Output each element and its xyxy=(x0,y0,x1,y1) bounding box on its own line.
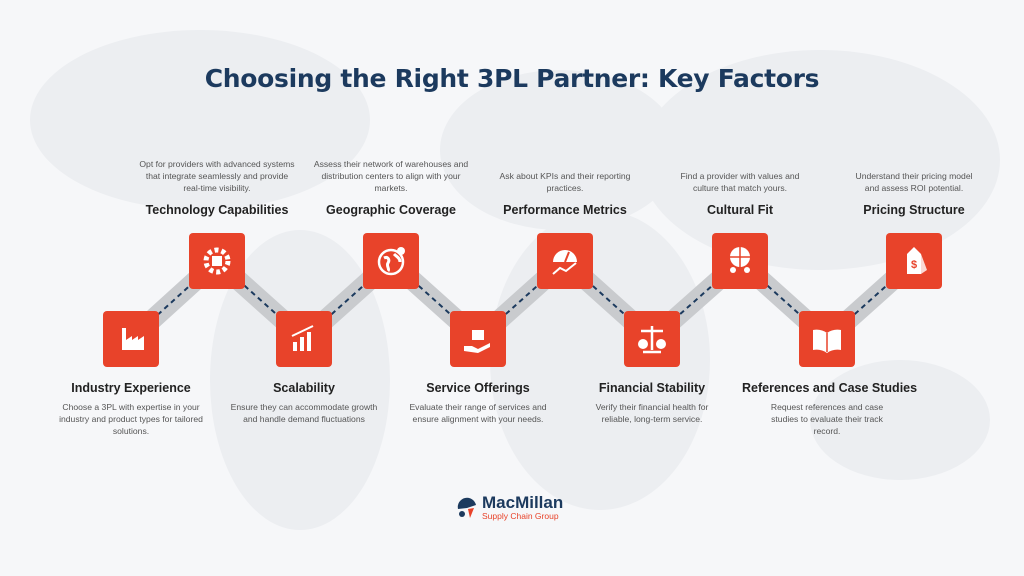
factor-description: Choose a 3PL with expertise in your indu… xyxy=(59,402,203,436)
factor-title: Financial Stability xyxy=(598,381,706,395)
factor-icon-box xyxy=(537,233,593,289)
puzzle-people-icon xyxy=(730,247,750,273)
factor-description: Ensure they can accommodate growth and h… xyxy=(230,402,378,424)
factor-description: Evaluate their range of services and ens… xyxy=(409,402,547,424)
hand-box-icon xyxy=(464,330,490,353)
open-book-icon xyxy=(813,329,841,353)
factor-icon-box xyxy=(276,311,332,367)
factor-title: References and Case Studies xyxy=(742,381,918,395)
logo-mark-icon xyxy=(457,497,476,518)
growth-chart-icon xyxy=(291,325,314,351)
factor-description: Assess their network of warehouses and d… xyxy=(313,159,469,193)
factor-icon-box xyxy=(363,233,419,289)
factor-icon-box xyxy=(712,233,768,289)
factor-description: Request references and case studies to e… xyxy=(770,402,884,436)
factor-title: Pricing Structure xyxy=(863,203,965,217)
factor-icon-box: $ xyxy=(886,233,942,289)
factor-title: Performance Metrics xyxy=(503,203,627,217)
factor-icon-box xyxy=(799,311,855,367)
logo-name: MacMillan xyxy=(482,493,564,512)
factor-title: Scalability xyxy=(273,381,335,395)
logo-tagline: Supply Chain Group xyxy=(482,511,559,521)
factor-description: Ask about KPIs and their reporting pract… xyxy=(499,171,631,193)
factor-icon-box xyxy=(103,311,159,367)
factor-title: Industry Experience xyxy=(71,381,191,395)
factor-icon-box xyxy=(450,311,506,367)
gauge-icon xyxy=(552,250,577,275)
balance-scale-icon xyxy=(638,326,666,354)
svg-text:$: $ xyxy=(911,259,917,271)
factor-title: Cultural Fit xyxy=(707,203,773,217)
factor-description: Find a provider with values and culture … xyxy=(680,171,800,193)
factor-title: Technology Capabilities xyxy=(145,203,289,217)
factor-icon-box xyxy=(624,311,680,367)
gear-chip-icon xyxy=(203,247,231,275)
factor-description: Verify their financial health for reliab… xyxy=(595,402,709,424)
globe-pin-icon xyxy=(377,247,405,276)
factor-title: Geographic Coverage xyxy=(326,203,456,217)
factor-description: Understand their pricing model and asses… xyxy=(855,171,973,193)
price-tag-icon: $ xyxy=(907,247,927,274)
factory-icon xyxy=(118,328,144,350)
factor-title: Service Offerings xyxy=(426,381,530,395)
factor-description: Opt for providers with advanced systems … xyxy=(139,159,295,193)
factor-icon-box xyxy=(189,233,245,289)
page-title: Choosing the Right 3PL Partner: Key Fact… xyxy=(204,64,820,93)
